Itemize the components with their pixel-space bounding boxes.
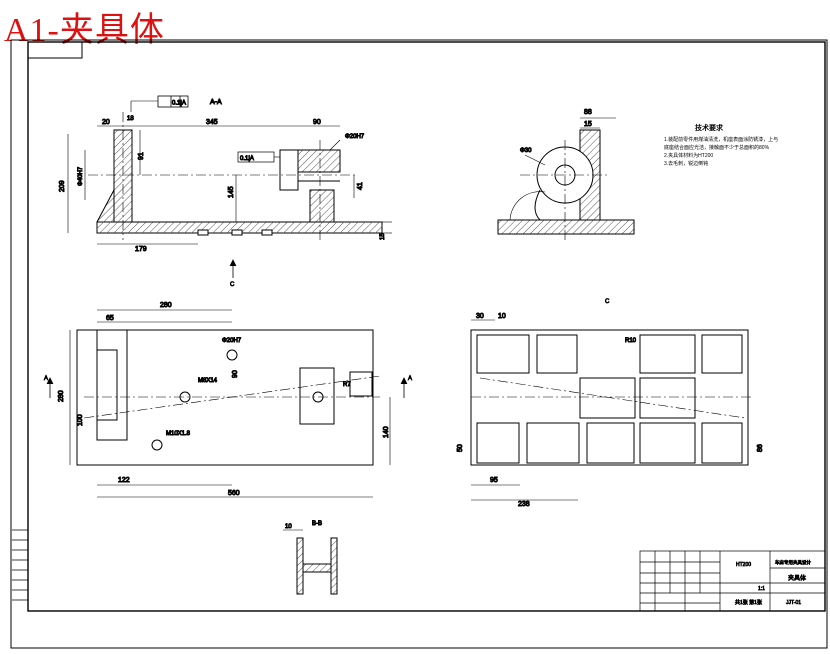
view-c-outline [470,329,749,466]
dim-238: 238 [518,501,530,508]
view-c-label: C [605,299,610,305]
title-block: HT200 车床专用夹具设计 夹具体 1:1 共1张 第1张 JJT-01 [639,550,826,612]
dim-phi20h7-plan: Φ20H7 [222,338,242,344]
tech-req-item-4: 3.去毛刺，锐边倒钝 [664,160,708,167]
gdt-top-text: 0.1|A [172,101,186,107]
dim-10-bb: 10 [285,524,292,530]
dim-209: 209 [59,180,66,192]
dim-30-c: 30 [476,313,484,320]
view-c: 30 10 R10 95 238 86 50 [457,313,765,509]
dim-phi30: Φ30 [520,148,532,154]
dim-r7: R7 [343,382,351,388]
dim-179: 179 [135,246,147,253]
gdt-frame-top [157,95,189,108]
dim-280-plan: 280 [160,302,172,309]
tb-school: 车床专用夹具设计 [775,559,811,566]
side-view: 88 15 Φ30 [497,109,635,240]
dim-86: 86 [757,444,764,452]
gdt-mid-text: 0.1|A [240,156,254,162]
dim-41: 41 [357,182,364,190]
dim-20: 20 [102,119,110,126]
dim-r10: R10 [625,338,637,344]
drawing-frame [10,39,828,649]
dim-18: 18 [127,116,134,122]
tb-sheet: 共1张 第1张 [735,599,762,606]
dim-280-side: 280 [58,390,65,402]
dim-m8: M8X14 [198,378,218,384]
view-arrow-a-left: A [44,376,48,382]
view-arrow-c: C [230,282,235,288]
dim-m10: M10X1.8 [166,431,191,437]
section-bb-label: B-B [312,521,322,527]
dim-122: 122 [118,477,130,484]
tb-scale: 1:1 [758,586,765,592]
plan-outline [76,329,374,466]
dim-95: 95 [490,477,498,484]
dim-90-top: 90 [313,119,321,126]
dim-88: 88 [584,109,592,116]
dim-100: 100 [77,414,84,426]
section-aa-view: A-A 0.1|A 20 18 345 90 9 [59,95,392,254]
tech-req-item-1: 1.装配前零件用煤油清洗，机座表面涂防锈漆，上与 [664,136,778,143]
tb-drawing-name: 夹具体 [788,574,806,582]
dim-phi20h7-aa: Φ20H7 [345,134,365,140]
dim-140: 140 [383,426,390,438]
dim-50: 50 [457,444,464,452]
tech-req-item-2: 底座结合面应光洁，接触面不少于总面积的80% [664,144,770,151]
tb-code: JJT-01 [786,600,801,606]
tech-req-item-3: 2.夹具体材料为HT200 [664,152,713,159]
dim-10-c: 10 [498,313,506,320]
dim-15-aa: 15 [380,233,386,240]
dim-15-side: 15 [584,121,592,128]
tech-req-heading: 技术要求 [695,123,724,132]
view-arrow-a-right: A [408,376,412,382]
dim-65: 65 [106,315,114,322]
dim-145: 145 [228,186,235,198]
plan-view: 280 65 280 100 122 560 140 90 Φ20H7 M8X1… [58,302,391,498]
view-arrows: C C A A [44,259,610,398]
dim-560: 560 [228,490,240,497]
tb-material: HT200 [736,562,751,568]
dim-90-plan: 90 [232,370,239,378]
section-bb-view: B-B 10 [283,521,338,595]
section-aa-label: A-A [210,99,222,106]
dim-phi40: Φ40H7 [78,166,84,186]
dim-345: 345 [206,119,218,126]
technical-requirements: 技术要求 1.装配前零件用煤油清洗，机座表面涂防锈漆，上与 底座结合面应光洁，接… [664,123,778,167]
dim-91: 91 [138,152,145,160]
